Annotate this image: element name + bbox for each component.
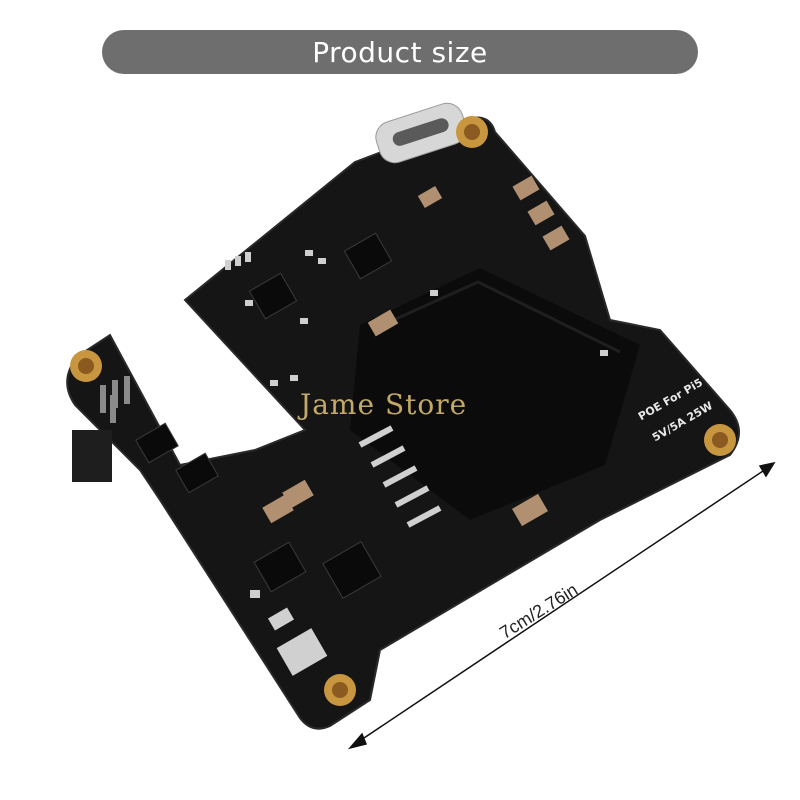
mounting-hole-left	[70, 350, 102, 382]
mounting-hole-right	[704, 424, 736, 456]
dimension-arrow	[347, 461, 776, 750]
mounting-hole-bottom	[324, 674, 356, 706]
power-inductor-pads	[267, 607, 328, 676]
heatsink	[350, 268, 640, 520]
side-connector	[72, 430, 112, 482]
product-size-banner: Product size	[102, 30, 698, 74]
smd-components	[225, 250, 608, 598]
mounting-hole-top	[456, 116, 488, 148]
header-pins	[100, 376, 130, 423]
ic-chips	[135, 232, 393, 600]
store-watermark: Jame Store	[300, 388, 468, 421]
capacitors	[262, 175, 570, 527]
heatsink-fins	[358, 425, 442, 528]
banner-title: Product size	[312, 35, 488, 69]
